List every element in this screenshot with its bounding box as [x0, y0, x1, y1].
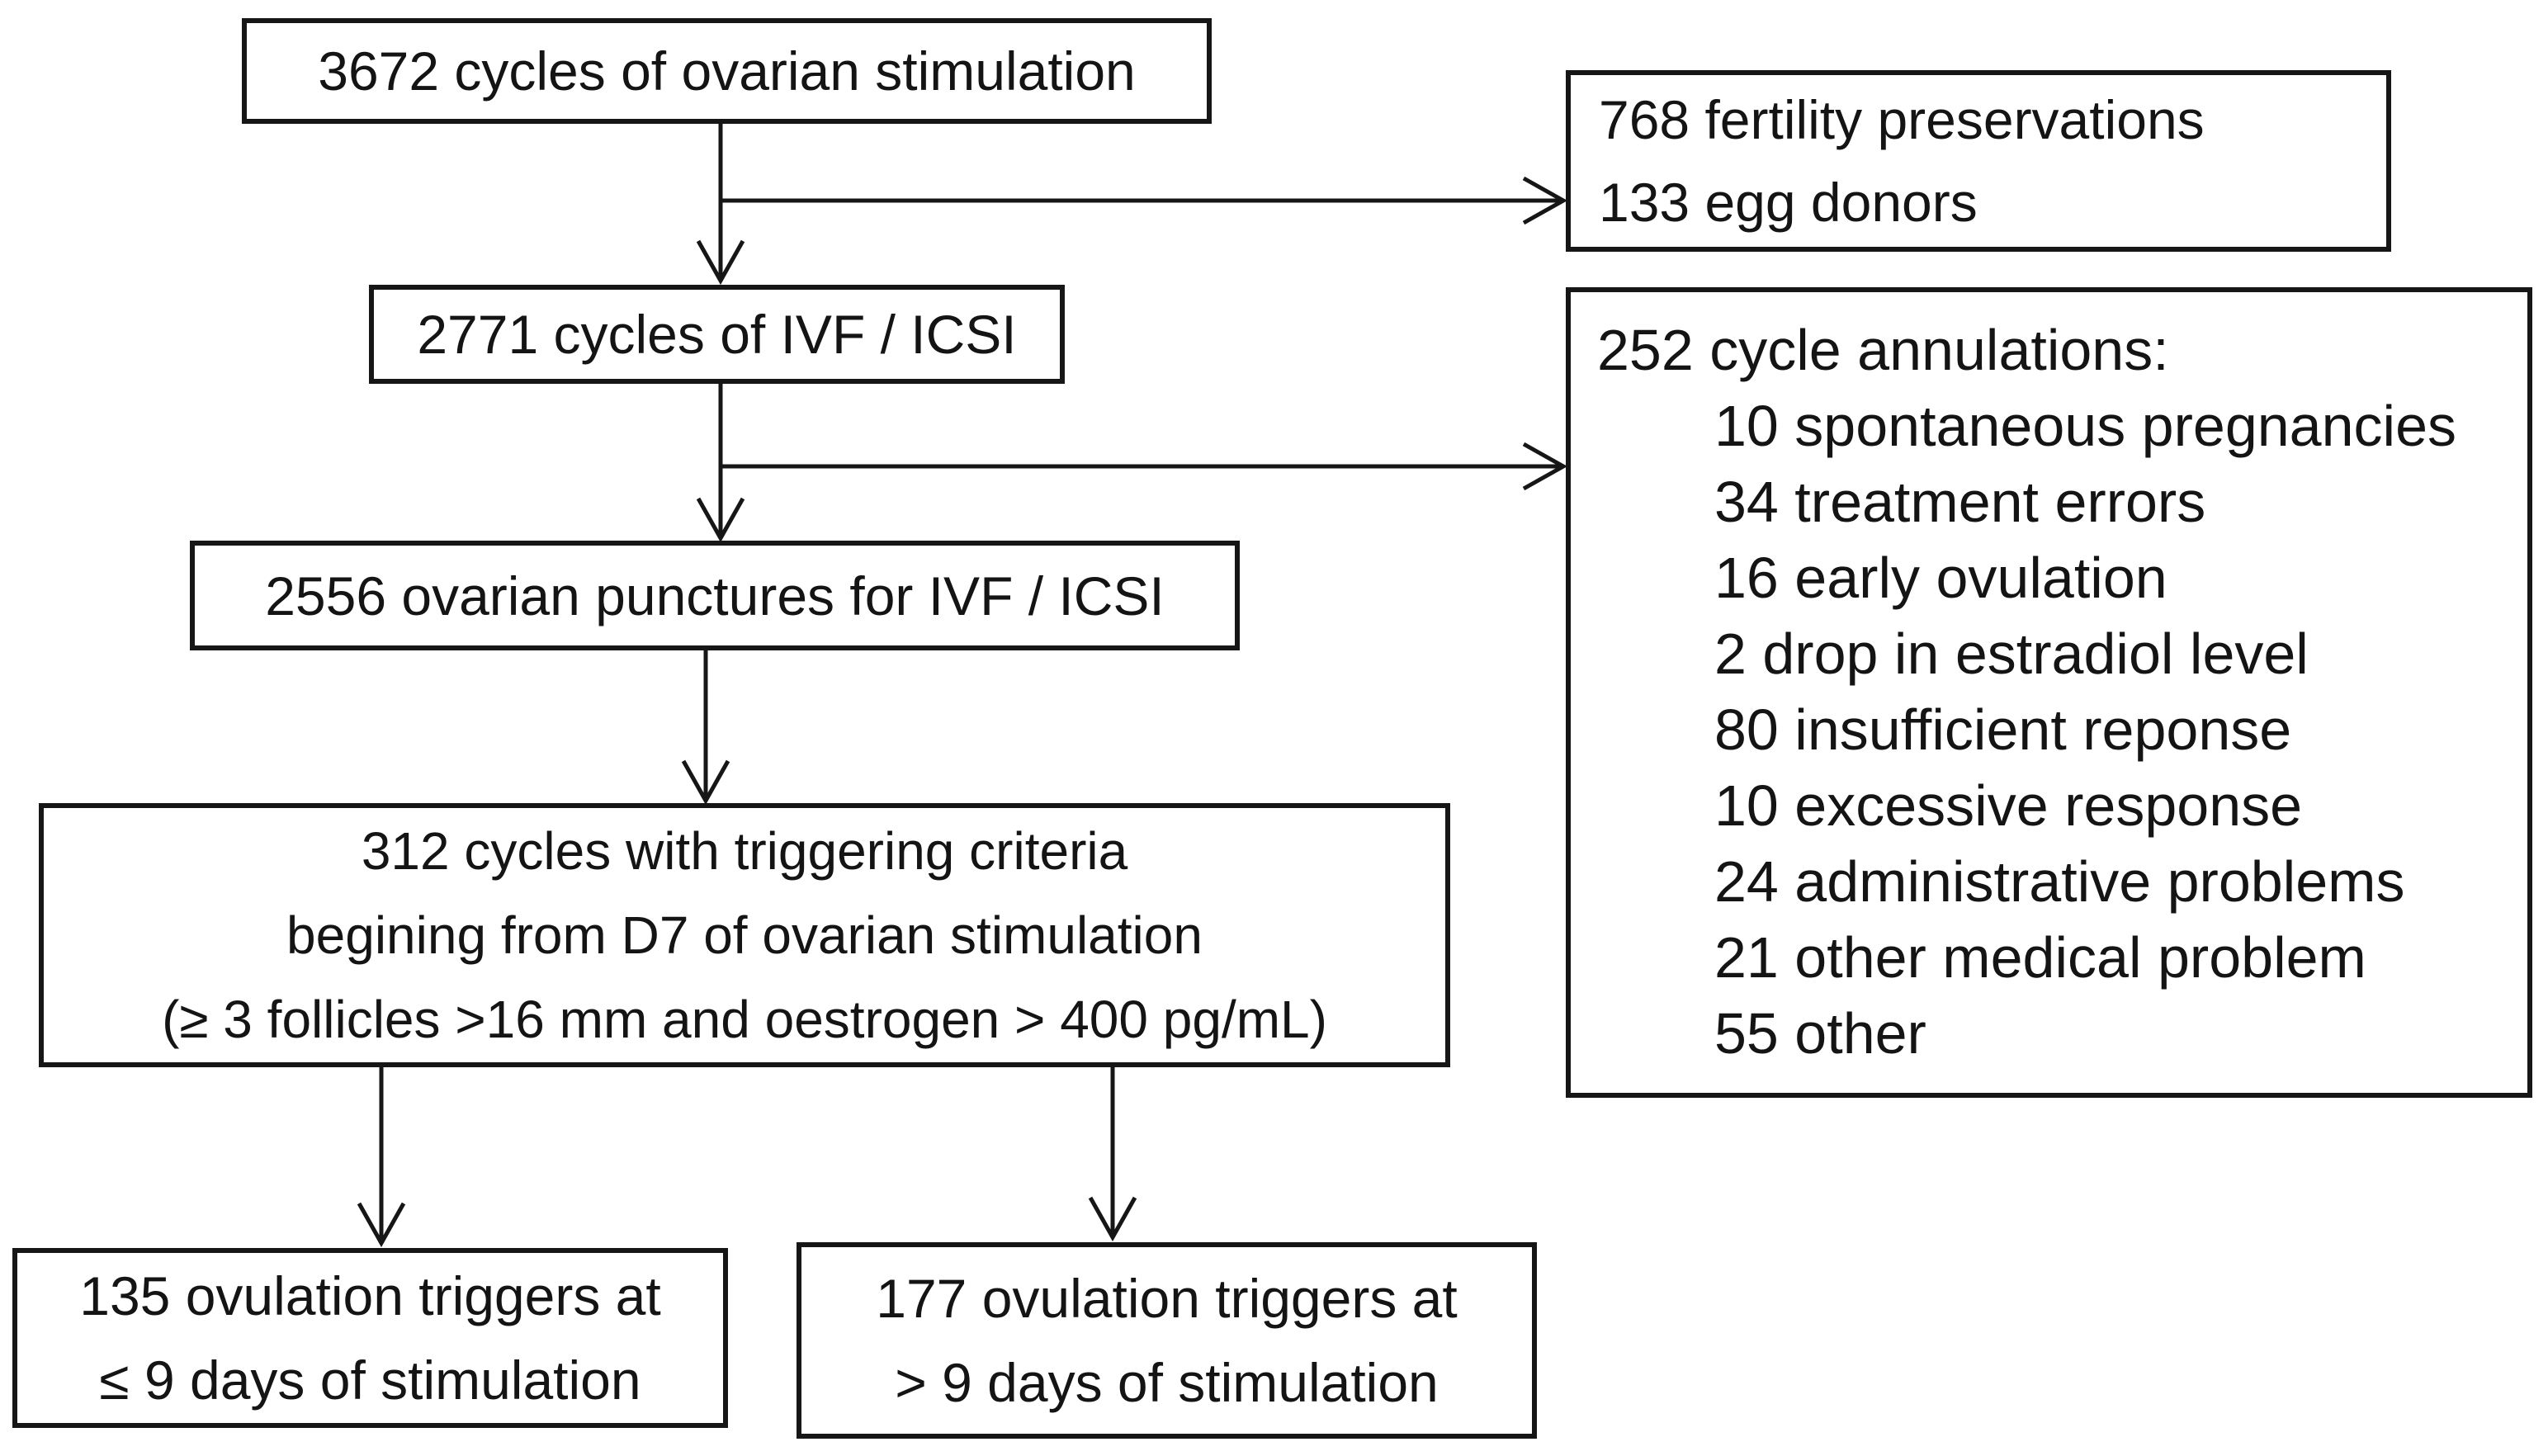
ivf-icsi-cycles-label: 2771 cycles of IVF / ICSI	[417, 304, 1017, 365]
late-trigger-box: 177 ovulation triggers at > 9 days of st…	[797, 1242, 1537, 1439]
arrowhead-down-icon	[696, 497, 745, 543]
fertility-preservations-label: 768 fertility preservations	[1599, 89, 2205, 150]
late-trigger-line2: > 9 days of stimulation	[895, 1352, 1439, 1413]
ivf-icsi-cycles-box: 2771 cycles of IVF / ICSI	[369, 285, 1065, 384]
early-trigger-line2: ≤ 9 days of stimulation	[99, 1350, 641, 1411]
triggering-criteria-line3: (≥ 3 follicles >16 mm and oestrogen > 40…	[162, 990, 1327, 1049]
annulation-item-other: 55 other	[1714, 1001, 1926, 1066]
ovarian-punctures-label: 2556 ovarian punctures for IVF / ICSI	[265, 565, 1165, 626]
arrowhead-right-icon	[1522, 176, 1568, 225]
arrow-ivf-to-puncture	[696, 384, 745, 543]
triggering-criteria-line2: begining from D7 of ovarian stimulation	[286, 905, 1203, 965]
arrowhead-down-icon	[357, 1202, 406, 1248]
late-trigger-line1: 177 ovulation triggers at	[876, 1268, 1458, 1329]
stimulation-cycles-box: 3672 cycles of ovarian stimulation	[242, 18, 1212, 124]
triggering-criteria-box: 312 cycles with triggering criteria begi…	[39, 803, 1450, 1067]
annulation-item-insufficient-response: 80 insufficient reponse	[1714, 697, 2292, 762]
annulation-item-estradiol-drop: 2 drop in estradiol level	[1714, 622, 2309, 686]
arrowhead-down-icon	[681, 759, 730, 806]
triggering-criteria-line1: 312 cycles with triggering criteria	[361, 821, 1128, 881]
arrowhead-down-icon	[1088, 1196, 1137, 1242]
ovarian-punctures-box: 2556 ovarian punctures for IVF / ICSI	[190, 541, 1240, 650]
arrowhead-right-icon	[1522, 442, 1568, 491]
annulation-item-excessive-response: 10 excessive response	[1714, 773, 2303, 838]
cycle-annulations-box: 252 cycle annulations: 10 spontaneous pr…	[1566, 287, 2532, 1098]
arrow-puncture-to-triggering	[681, 650, 730, 806]
annulation-item-other-medical-problem: 21 other medical problem	[1714, 925, 2366, 990]
annulation-item-spontaneous-pregnancies: 10 spontaneous pregnancies	[1714, 394, 2457, 458]
early-trigger-line1: 135 ovulation triggers at	[79, 1265, 661, 1326]
annulation-item-early-ovulation: 16 early ovulation	[1714, 546, 2167, 610]
annulation-item-administrative-problems: 24 administrative problems	[1714, 849, 2405, 914]
annulations-title: 252 cycle annulations:	[1597, 318, 2169, 382]
arrow-triggering-to-early	[357, 1067, 406, 1248]
arrow-triggering-to-late	[1088, 1067, 1137, 1242]
arrow-ivf-to-annulations	[721, 442, 1568, 491]
stimulation-cycles-label: 3672 cycles of ovarian stimulation	[318, 40, 1136, 102]
arrowhead-down-icon	[696, 239, 745, 286]
arrow-stimulation-to-fertility	[721, 176, 1568, 225]
egg-donors-label: 133 egg donors	[1599, 172, 1978, 233]
annulation-item-treatment-errors: 34 treatment errors	[1714, 470, 2206, 534]
early-trigger-box: 135 ovulation triggers at ≤ 9 days of st…	[12, 1248, 728, 1428]
fertility-preservation-box: 768 fertility preservations 133 egg dono…	[1566, 70, 2391, 252]
